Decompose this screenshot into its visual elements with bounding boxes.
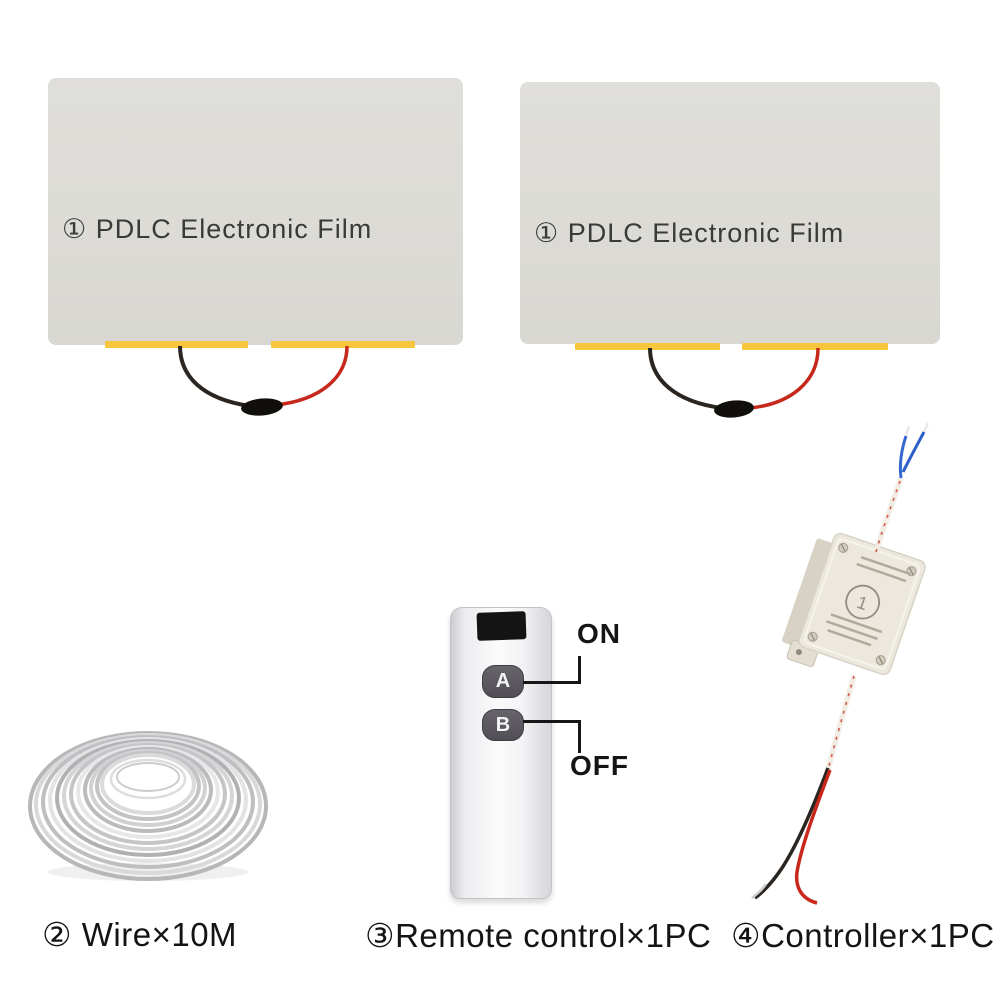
- on-label: ON: [577, 618, 621, 649]
- controller-caption: ④Controller×1PC: [731, 917, 995, 954]
- remote-indicator-window: [476, 611, 527, 641]
- remote-button-a-label: A: [495, 670, 511, 692]
- busbar-strip: [742, 343, 888, 350]
- remote-button-b: B: [482, 709, 524, 741]
- film-1-label: ① PDLC Electronic Film: [62, 214, 373, 244]
- wire-caption: ② Wire×10M: [42, 916, 238, 953]
- remote-button-a: A: [482, 665, 524, 698]
- busbar-strip: [105, 341, 248, 348]
- remote-caption: ③Remote control×1PC: [365, 917, 712, 954]
- film-2-lead-wires: [648, 347, 820, 418]
- off-callout-line: [578, 720, 581, 753]
- remote-button-b-label: B: [495, 713, 511, 736]
- controller-fine-print-lines: [826, 556, 911, 647]
- film-2-label: ① PDLC Electronic Film: [534, 218, 845, 248]
- controller-badge-number: 1: [854, 592, 870, 614]
- remote-control: A B: [450, 607, 552, 899]
- busbar-strip: [271, 341, 415, 348]
- controller-bottom-wires: [751, 675, 857, 905]
- off-label: OFF: [570, 750, 629, 781]
- on-callout-line: [523, 681, 581, 684]
- controller-top-wire: [873, 422, 930, 553]
- off-callout-line: [523, 720, 581, 723]
- controller-screws: [807, 542, 917, 666]
- film-1-lead-wires: [178, 345, 349, 416]
- controller-badge-circle: [845, 584, 881, 620]
- pdlc-film-panel-1: ① PDLC Electronic Film: [48, 78, 463, 345]
- busbar-strip: [575, 343, 720, 350]
- pdlc-film-panel-2: ① PDLC Electronic Film: [520, 82, 940, 344]
- wire-coil: [28, 731, 268, 881]
- on-callout-line: [578, 656, 581, 684]
- controller-box: 1: [782, 532, 926, 676]
